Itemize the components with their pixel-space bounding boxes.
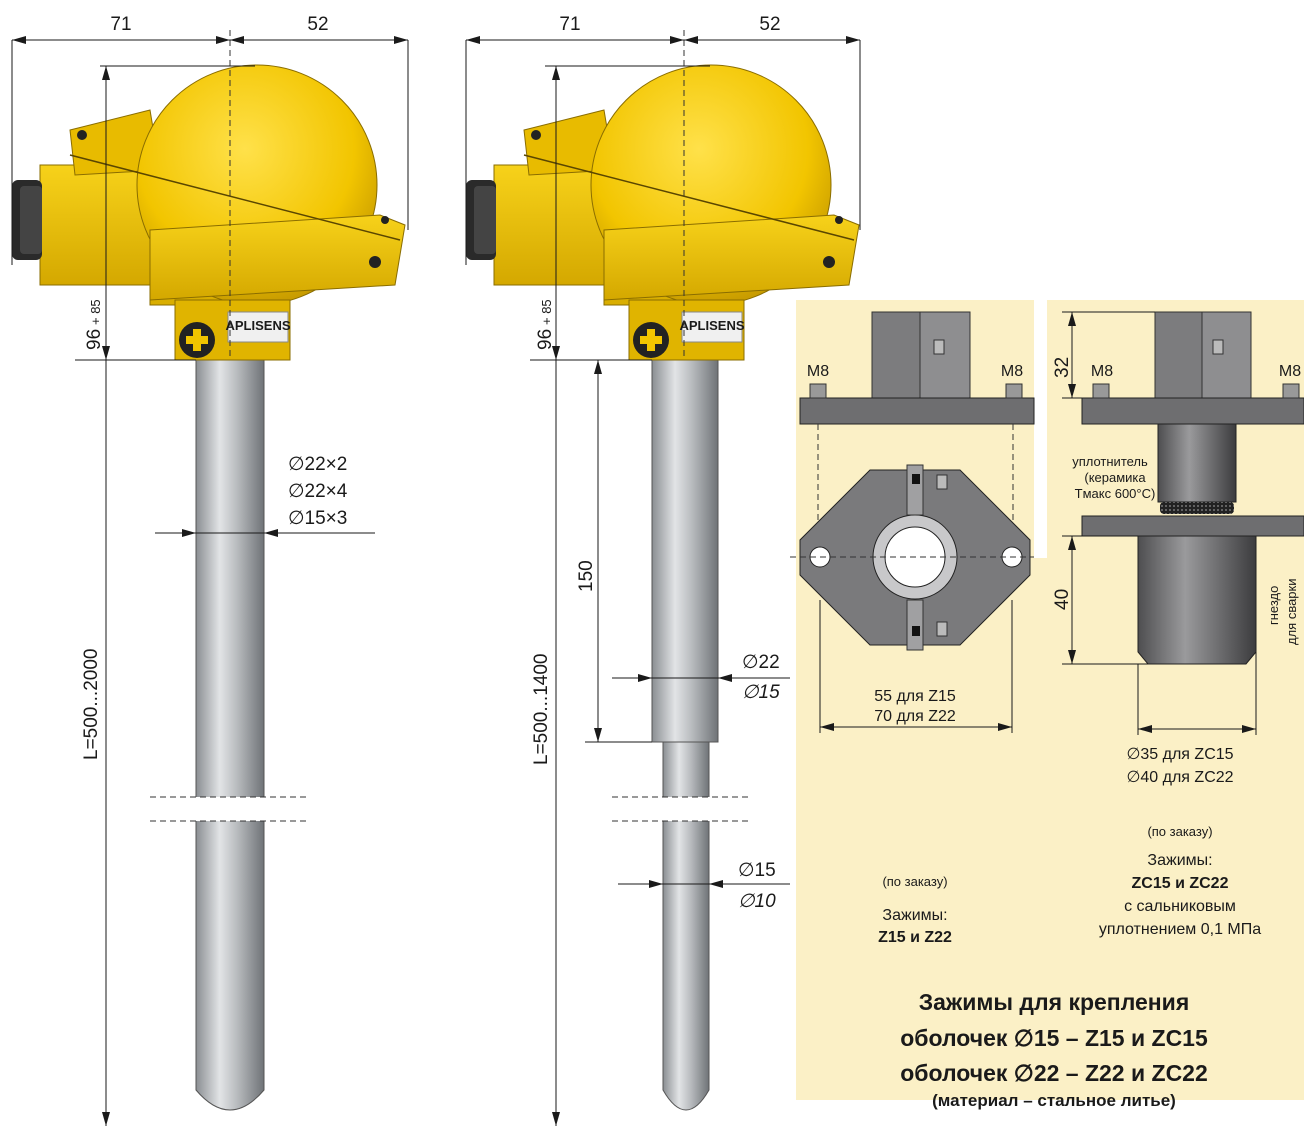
middle-nameplate xyxy=(681,311,743,343)
left-tube-break xyxy=(150,797,310,821)
clamp-zc-diam-1: ∅35 для ZC15 xyxy=(1126,746,1233,763)
left-dim-96: 96 xyxy=(84,329,105,350)
left-dim-52: 52 xyxy=(307,14,328,35)
middle-upper-diameter-inner: ∅15 xyxy=(742,682,780,703)
clamp-zc-socket-2: для сварки xyxy=(1284,579,1299,646)
middle-length: L=500...1400 xyxy=(531,654,552,765)
clamp-zc-caption-1: Зажимы: xyxy=(1147,852,1212,869)
middle-nameplate-text: APLISENS xyxy=(679,318,744,333)
title-line-1: Зажимы для крепления xyxy=(919,989,1190,1015)
clamp-zc-bolt-right: M8 xyxy=(1279,363,1301,380)
middle-dim-52: 52 xyxy=(759,14,780,35)
left-tube xyxy=(195,359,265,1111)
clamp-zc-bolt-left: M8 xyxy=(1091,363,1113,380)
clamp-zc-panel-gap xyxy=(1034,300,1047,558)
middle-dim-71: 71 xyxy=(559,14,580,35)
middle-tube-upper xyxy=(651,359,719,743)
clamp-zc-socket-1: гнездо xyxy=(1266,586,1281,625)
clamp-zc-caption-3: с сальниковым xyxy=(1124,898,1236,915)
clamp-zc: M8 M8 32 уплотнитель (керамика Tмакс 600… xyxy=(1052,311,1304,938)
clamp-zc-seal-1: уплотнитель xyxy=(1072,454,1148,469)
clamp-z-note: (по заказу) xyxy=(882,874,947,889)
left-diameter-3: ∅15×3 xyxy=(288,508,347,529)
clamp-zc-seal xyxy=(1160,502,1234,514)
clamp-zc-caption-2: ZC15 и ZC22 xyxy=(1132,875,1229,892)
left-housing: APLISENS xyxy=(12,64,406,361)
left-dim-96-tol: + 85 xyxy=(88,299,103,325)
clamp-zc-seal-2: (керамика xyxy=(1084,470,1146,485)
middle-thermometer: APLISENS 71 52 96 + 85 L=500...1400 150 … xyxy=(465,14,861,1126)
middle-tube-break xyxy=(612,797,752,821)
left-diameter-2: ∅22×4 xyxy=(288,481,348,502)
middle-dim-96: 96 xyxy=(535,329,556,350)
clamps-title: Зажимы для крепления оболочек ∅15 – Z15 … xyxy=(900,989,1208,1110)
left-nameplate-text: APLISENS xyxy=(225,318,290,333)
middle-dim-96-tol: + 85 xyxy=(539,299,554,325)
left-thermometer: APLISENS 71 52 96 + 85 L=500...2000 ∅22×… xyxy=(11,14,409,1126)
clamp-zc-caption-4: уплотнением 0,1 МПа xyxy=(1099,921,1261,938)
clamp-zc-note: (по заказу) xyxy=(1147,824,1212,839)
clamp-zc-dim-40: 40 xyxy=(1052,589,1073,610)
clamp-z-caption-1: Зажимы: xyxy=(882,907,947,924)
left-length: L=500...2000 xyxy=(81,649,102,760)
clamp-zc-flange xyxy=(1081,397,1304,425)
clamp-zc-diam-2: ∅40 для ZC22 xyxy=(1126,769,1233,786)
clamp-z-bolt-left: M8 xyxy=(807,363,829,380)
title-line-2: оболочек ∅15 – Z15 и ZC15 xyxy=(900,1025,1208,1051)
clamp-z-panel xyxy=(796,300,1034,1100)
clamp-z-bolt-right: M8 xyxy=(1001,363,1023,380)
clamp-zc-dim-32: 32 xyxy=(1052,357,1073,378)
left-nameplate xyxy=(227,311,289,343)
clamp-z-flange xyxy=(799,397,1035,425)
clamp-z-width-2: 70 для Z22 xyxy=(874,708,956,725)
middle-housing: APLISENS xyxy=(466,64,860,361)
middle-lower-diameter: ∅15 xyxy=(738,860,776,881)
title-line-3: оболочек ∅22 – Z22 и ZC22 xyxy=(900,1060,1208,1086)
title-line-4: (материал – стальное литье) xyxy=(932,1091,1176,1110)
middle-tube-lower xyxy=(662,741,710,1111)
clamp-z: M8 M8 55 для Z15 70 для Z22 (по заказу) … xyxy=(790,311,1035,946)
middle-dim-150: 150 xyxy=(576,560,597,592)
middle-upper-diameter: ∅22 xyxy=(742,652,780,673)
clamp-zc-seal-3: Tмакс 600°C) xyxy=(1075,486,1156,501)
middle-lower-diameter-inner: ∅10 xyxy=(738,891,776,912)
clamp-z-width-1: 55 для Z15 xyxy=(874,688,956,705)
clamp-z-caption-2: Z15 и Z22 xyxy=(878,929,952,946)
left-diameter-1: ∅22×2 xyxy=(288,454,347,475)
left-dim-71: 71 xyxy=(110,14,131,35)
